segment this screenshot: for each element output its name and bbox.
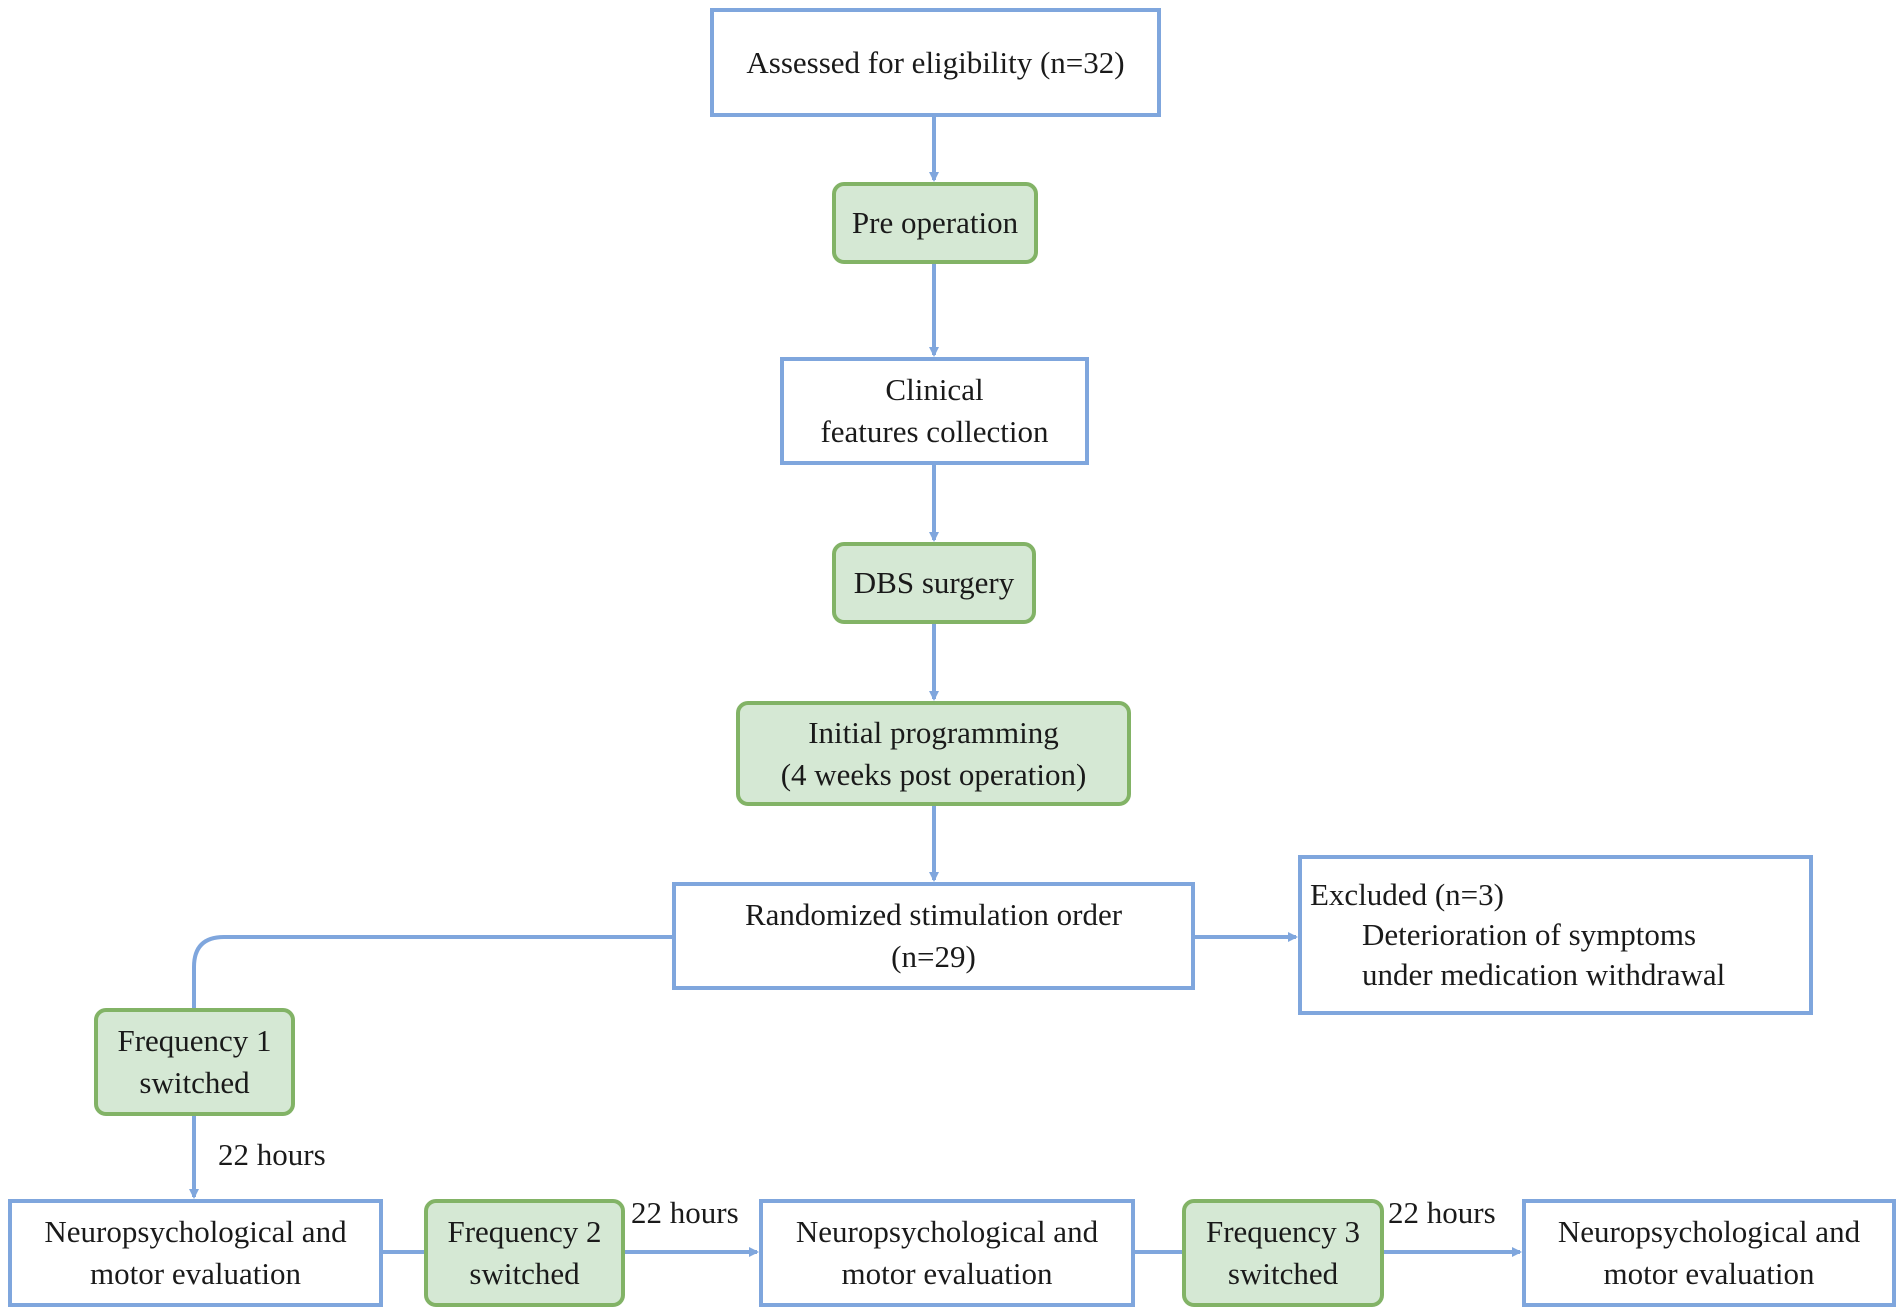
pre-operation-text: Pre operation bbox=[851, 205, 1019, 240]
initial-programming-box: Initial programming (4 weeks post operat… bbox=[736, 701, 1131, 806]
edge-label-22-hours-2: 22 hours bbox=[631, 1195, 739, 1230]
evaluation-2-line-1: Neuropsychological and bbox=[795, 1214, 1099, 1249]
frequency-2-line-1: Frequency 2 bbox=[447, 1214, 602, 1249]
edge-label-22-hours-1: 22 hours bbox=[218, 1137, 326, 1172]
clinical-features-box: Clinical features collection bbox=[780, 357, 1089, 465]
frequency-1-box: Frequency 1 switched bbox=[94, 1008, 295, 1116]
randomized-line-1: Randomized stimulation order bbox=[744, 897, 1123, 932]
clinical-features-line-2: features collection bbox=[820, 414, 1049, 449]
frequency-1-line-1: Frequency 1 bbox=[117, 1023, 272, 1058]
dbs-surgery-box: DBS surgery bbox=[832, 542, 1036, 624]
frequency-2-box: Frequency 2 switched bbox=[424, 1199, 625, 1307]
evaluation-1-box: Neuropsychological and motor evaluation bbox=[8, 1199, 383, 1307]
frequency-3-box: Frequency 3 switched bbox=[1182, 1199, 1384, 1307]
frequency-2-line-2: switched bbox=[469, 1256, 580, 1291]
excluded-box: Excluded (n=3) Deterioration of symptoms… bbox=[1298, 855, 1813, 1015]
evaluation-2-line-2: motor evaluation bbox=[841, 1256, 1053, 1291]
excluded-detail-line-1: Deterioration of symptoms bbox=[1362, 917, 1697, 952]
evaluation-1-line-2: motor evaluation bbox=[90, 1256, 301, 1291]
excluded-title: Excluded (n=3) bbox=[1310, 877, 1504, 912]
randomized-line-2: (n=29) bbox=[891, 939, 976, 974]
evaluation-3-line-1: Neuropsychological and bbox=[1557, 1214, 1861, 1249]
initial-programming-line-2: (4 weeks post operation) bbox=[780, 756, 1087, 792]
evaluation-1-line-1: Neuropsychological and bbox=[44, 1214, 347, 1249]
pre-operation-box: Pre operation bbox=[832, 182, 1038, 264]
connector-randomized-to-frequency-1 bbox=[192, 935, 672, 1008]
evaluation-3-line-2: motor evaluation bbox=[1603, 1256, 1815, 1291]
randomized-box: Randomized stimulation order (n=29) bbox=[672, 882, 1195, 990]
dbs-surgery-text: DBS surgery bbox=[853, 565, 1015, 600]
frequency-3-line-1: Frequency 3 bbox=[1205, 1214, 1361, 1249]
initial-programming-line-1: Initial programming bbox=[808, 714, 1059, 750]
frequency-1-line-2: switched bbox=[139, 1065, 250, 1100]
evaluation-2-box: Neuropsychological and motor evaluation bbox=[759, 1199, 1135, 1307]
frequency-3-line-2: switched bbox=[1227, 1256, 1339, 1291]
clinical-features-line-1: Clinical bbox=[885, 372, 984, 407]
eligibility-box: Assessed for eligibility (n=32) bbox=[710, 8, 1161, 117]
eligibility-text: Assessed for eligibility (n=32) bbox=[746, 44, 1125, 80]
edge-label-22-hours-3: 22 hours bbox=[1388, 1195, 1496, 1230]
evaluation-3-box: Neuropsychological and motor evaluation bbox=[1522, 1199, 1896, 1307]
excluded-detail-line-2: under medication withdrawal bbox=[1362, 957, 1726, 992]
